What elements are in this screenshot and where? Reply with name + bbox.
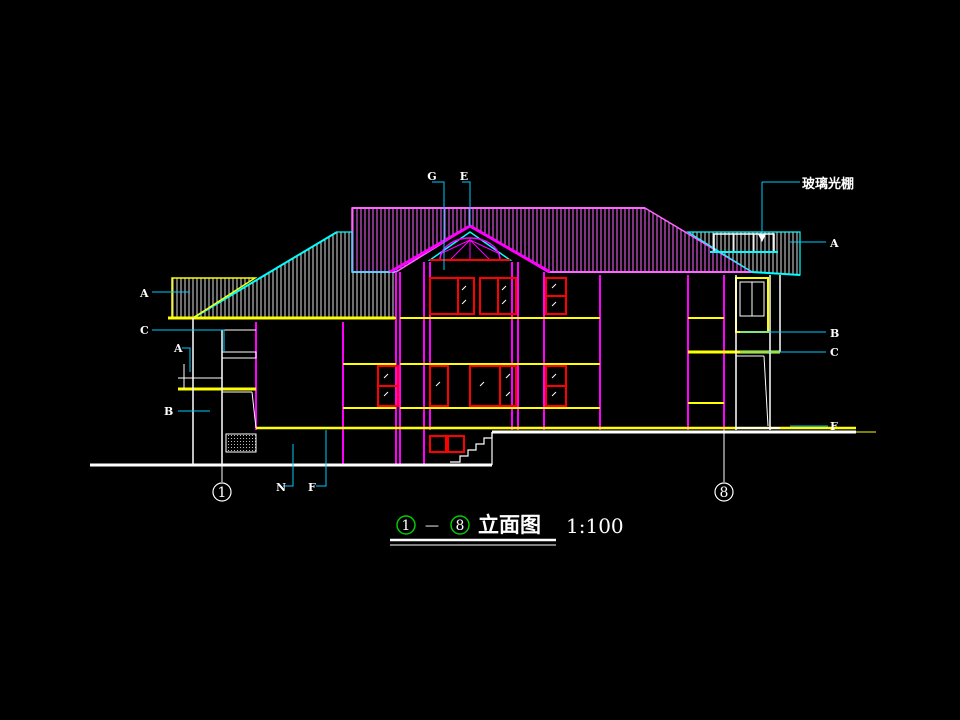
axis-bubble-left: 1 xyxy=(212,482,232,502)
label-b-right: B xyxy=(830,327,839,340)
label-g: G xyxy=(427,170,436,183)
label-f-bottom: F xyxy=(308,481,316,494)
glass-canopy xyxy=(710,233,778,253)
leader-arrows xyxy=(758,234,766,242)
entrance-steps xyxy=(450,432,493,465)
axis-bubble-right: 8 xyxy=(714,482,734,502)
label-glass-canopy: 玻璃光棚 xyxy=(802,176,854,192)
axis-label-left: 1 xyxy=(218,485,227,501)
label-n-bottom: N xyxy=(276,481,286,494)
label-f-right: F xyxy=(830,420,838,433)
title-name: 立面图 xyxy=(478,513,541,537)
label-a-left-lower: A xyxy=(173,342,183,355)
title-dash: — xyxy=(425,518,439,534)
ground-line xyxy=(90,430,876,467)
right-roof xyxy=(685,231,801,276)
label-e: E xyxy=(460,170,468,183)
title-scale: 1:100 xyxy=(566,514,624,538)
label-a-right: A xyxy=(829,237,839,250)
label-c-left: C xyxy=(140,324,149,337)
axis-lines xyxy=(221,430,725,482)
label-b-left: B xyxy=(164,405,173,418)
title-axis-circle-to xyxy=(450,515,470,535)
window-glazing-marks xyxy=(383,283,557,397)
label-a-left: A xyxy=(139,287,149,300)
title-axis-circle-from xyxy=(396,515,416,535)
windows xyxy=(377,277,567,453)
label-c-right: C xyxy=(830,346,839,359)
title-axis-from: 1 xyxy=(402,518,411,534)
main-roof xyxy=(351,207,755,273)
left-wing xyxy=(178,318,257,465)
title-axis-to: 8 xyxy=(456,518,465,534)
drawing-title: 1 — 8 立面图 1:100 xyxy=(390,513,624,546)
leader-lines xyxy=(152,181,828,487)
axis-label-right: 8 xyxy=(720,485,729,501)
